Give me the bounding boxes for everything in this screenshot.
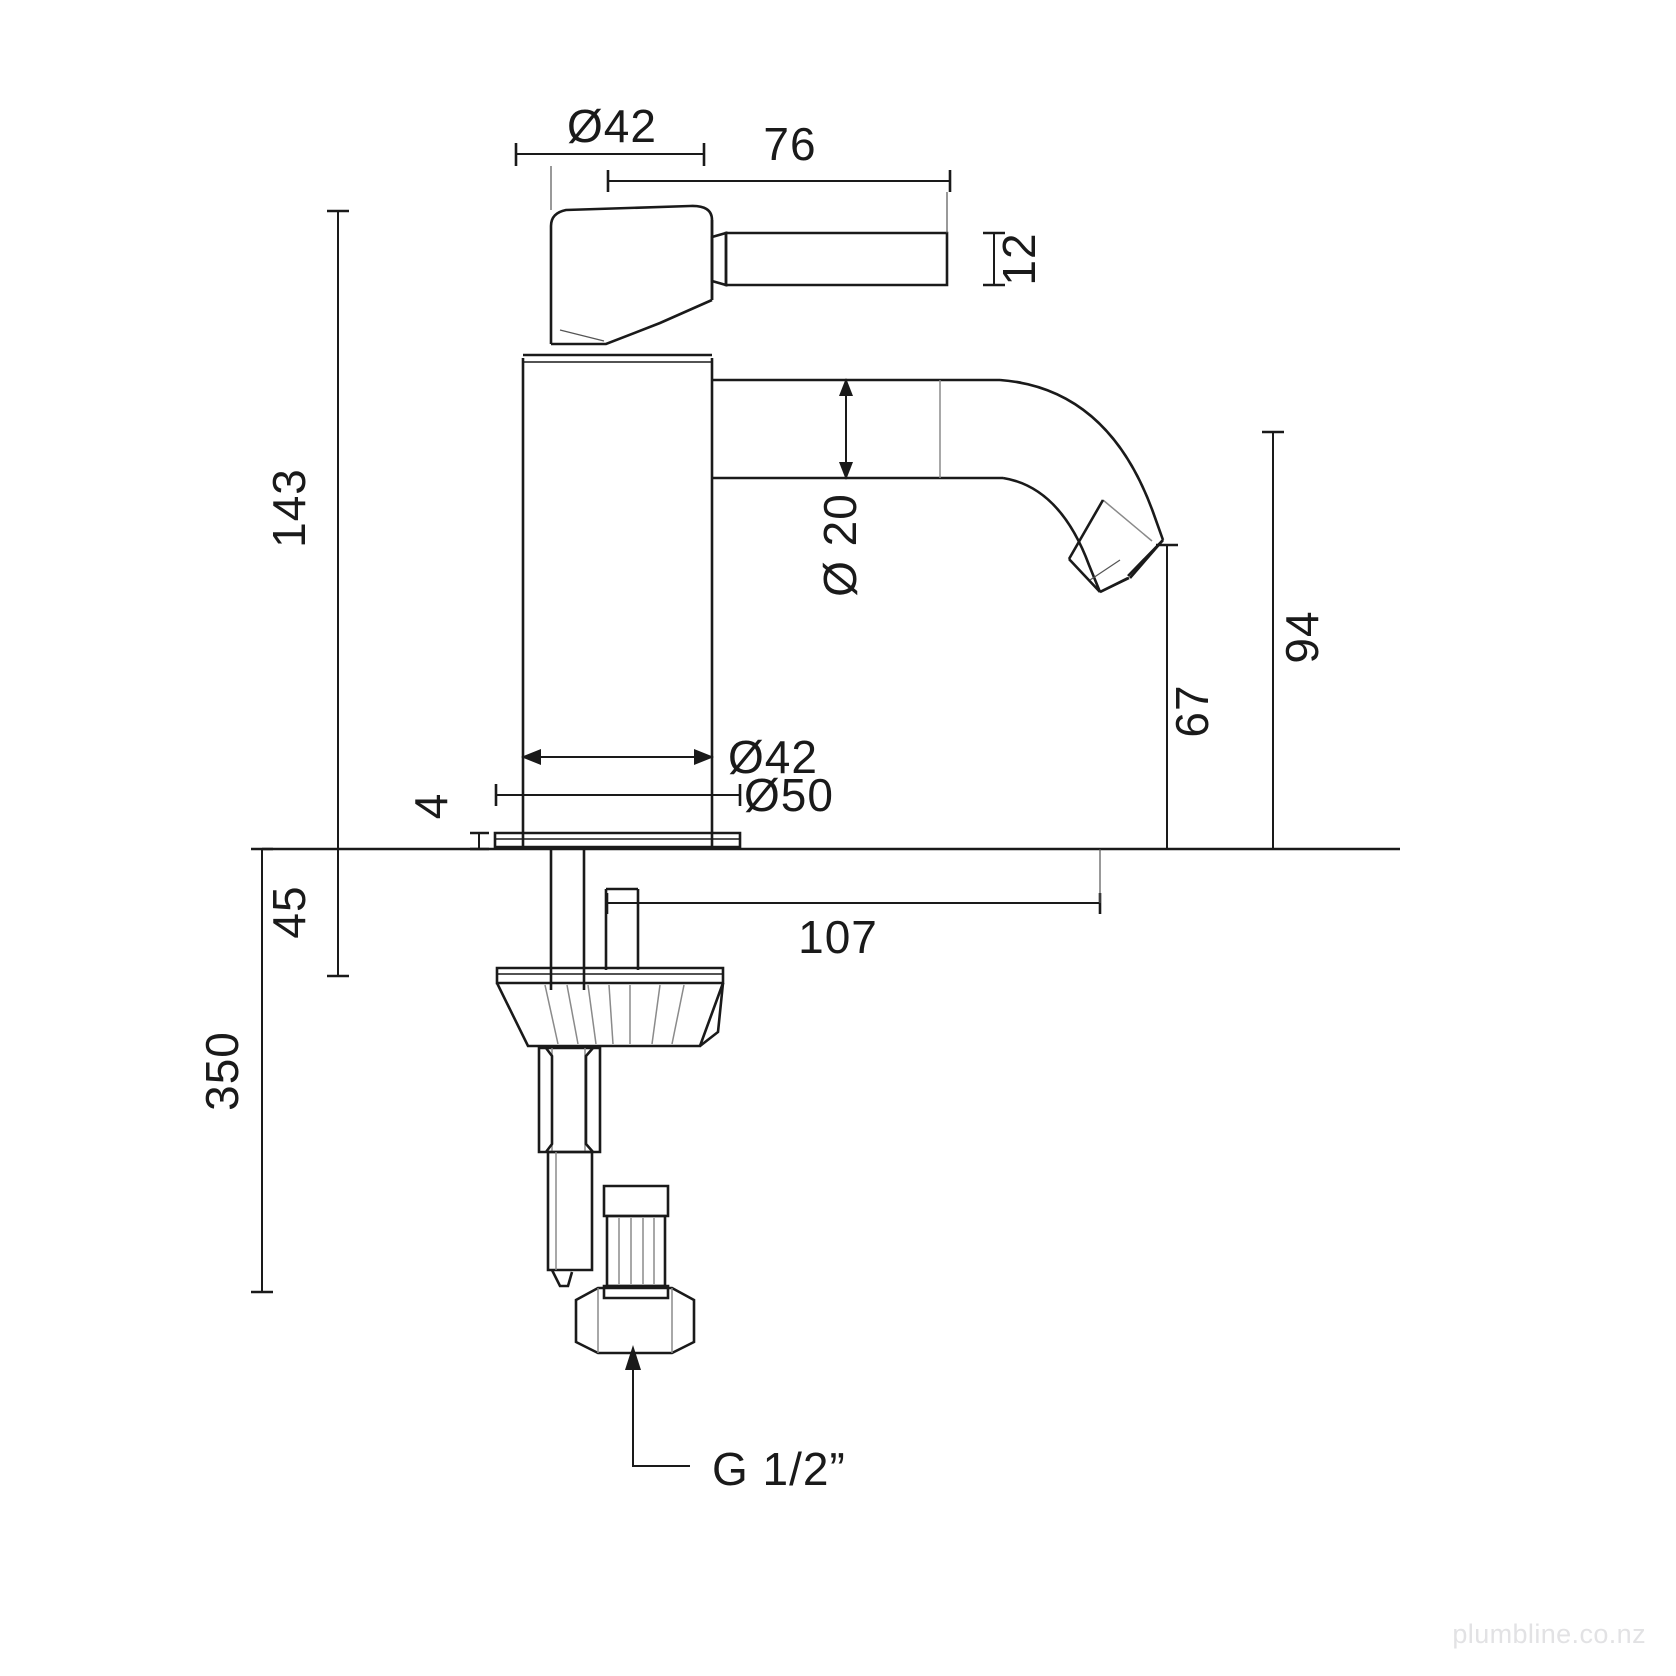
spout-outer-curve (999, 378, 1165, 541)
label-350: 350 (196, 1031, 248, 1111)
hex-nut-upper-left-chamfer (544, 1047, 554, 1153)
connector-collar-top (602, 1184, 670, 1218)
spout-outlet-join (1099, 576, 1129, 594)
arrow-dia20-up (839, 378, 853, 396)
handle-underside-hint (559, 329, 605, 342)
spout-inner-curve (1002, 476, 1102, 593)
label-dia50: Ø50 (744, 769, 834, 821)
label-4: 4 (405, 793, 457, 820)
mount-plate-underside (495, 982, 725, 1048)
mount-plate-ribs (544, 984, 685, 1045)
connector-ribbed-body (605, 1214, 667, 1288)
base-flange (493, 831, 742, 849)
label-143: 143 (263, 468, 315, 548)
label-67: 67 (1166, 684, 1218, 737)
tail-body (546, 1150, 594, 1272)
connector-collar-bottom (602, 1284, 670, 1300)
leader-g-half (632, 1360, 690, 1467)
handle-lever (724, 231, 949, 287)
label-dia42-top: Ø42 (567, 100, 657, 152)
spout-outlet-left (1068, 558, 1101, 593)
dimension-lines (251, 143, 1284, 1467)
arrow-dia42-left (521, 749, 541, 765)
label-107: 107 (798, 911, 878, 963)
hex-nut-upper-right-chamfer (584, 1047, 594, 1153)
label-12: 12 (993, 232, 1045, 285)
tap-geometry (262, 204, 1400, 1355)
dimension-labels: Ø42 76 12 143 Ø 20 Ø42 Ø50 4 67 94 45 35… (196, 100, 1328, 1495)
spout-outlet-top-left (1067, 499, 1105, 560)
aerator-arc (1089, 559, 1121, 581)
label-g-half-thread: G 1/2” (712, 1443, 846, 1495)
handle-cap-top (549, 204, 714, 300)
spout-outlet-inner-line (1102, 499, 1153, 542)
mount-plate-right-step (699, 982, 725, 1048)
connector-ribs (618, 1218, 655, 1284)
handle-neck (710, 231, 728, 287)
label-94: 94 (1276, 610, 1328, 663)
label-76: 76 (763, 118, 816, 170)
handle-underside (551, 298, 713, 346)
mount-plate (495, 966, 725, 985)
hex-nut-lower (574, 1286, 696, 1355)
hex-nut-upper (537, 1046, 602, 1154)
arrow-dia42-right (694, 749, 714, 765)
arrow-dia20-down (839, 462, 853, 480)
tail-bottom-detail (550, 1269, 574, 1288)
label-45: 45 (263, 885, 315, 938)
spout-outlet-edge-right (1129, 539, 1164, 579)
label-dia42-body: Ø42 (728, 731, 818, 783)
watermark-plumbline: plumbline.co.nz (1452, 1619, 1646, 1649)
label-dia20: Ø 20 (814, 493, 866, 597)
arrow-g-half (625, 1345, 641, 1370)
